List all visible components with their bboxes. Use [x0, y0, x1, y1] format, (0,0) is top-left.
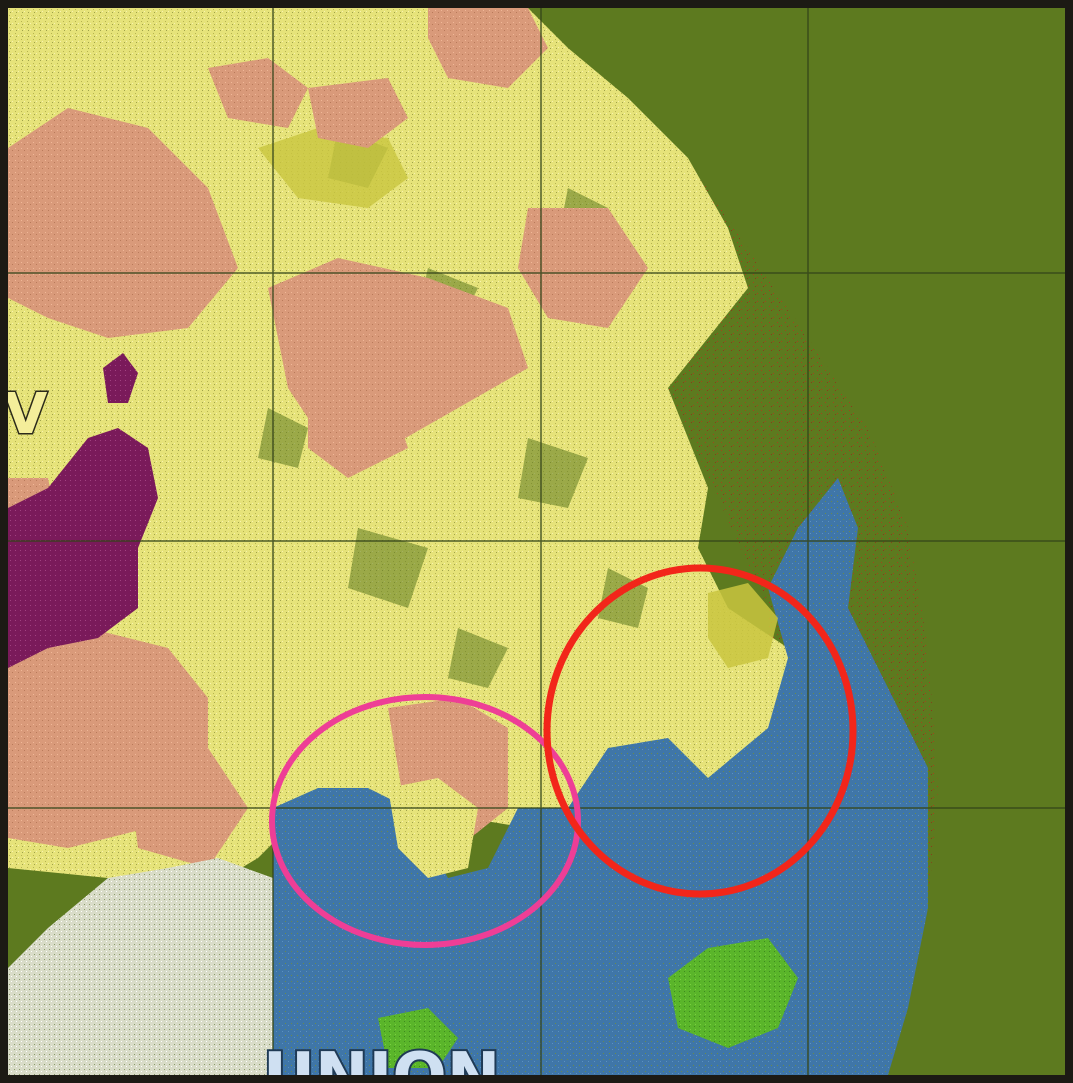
purple-region: [8, 428, 158, 668]
map-label-union: UNION: [263, 1040, 500, 1075]
red-circle-annotation: [543, 564, 857, 898]
map-label-west: V: [8, 382, 48, 447]
blue-region: [273, 478, 928, 1075]
map-canvas[interactable]: V UNION: [8, 8, 1065, 1075]
purple-region-small: [103, 353, 138, 403]
salmon-regions: [8, 8, 648, 868]
yellow-intrusion-pink: [388, 778, 478, 878]
bright-green-patches: [378, 938, 798, 1068]
olive-patch-red-circle: [708, 583, 778, 668]
map-grid: [8, 8, 1065, 1075]
pink-circle-annotation: [269, 694, 581, 948]
white-region: [8, 858, 273, 1075]
olive-yellow-patch: [258, 128, 408, 208]
